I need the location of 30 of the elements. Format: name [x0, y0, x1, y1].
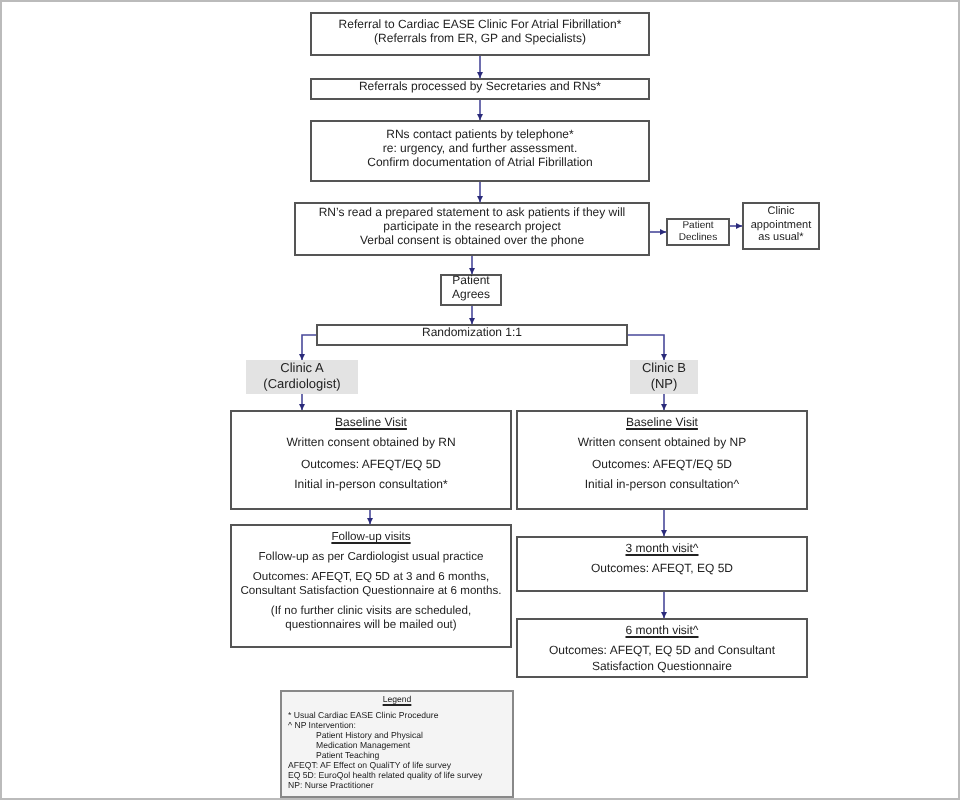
arrow	[468, 255, 476, 275]
legend-box	[280, 690, 514, 798]
arrow	[476, 99, 484, 121]
process-box	[310, 12, 650, 56]
arrow	[298, 393, 306, 411]
arrow	[660, 393, 668, 411]
arrow	[729, 222, 743, 230]
visit-box	[230, 410, 512, 510]
group-label	[246, 360, 358, 394]
arrow	[298, 334, 317, 361]
process-box	[316, 324, 628, 346]
process-box	[310, 120, 650, 182]
arrow	[649, 228, 667, 236]
process-box	[666, 218, 730, 246]
arrow	[627, 334, 668, 361]
process-box	[310, 78, 650, 100]
arrow	[660, 509, 668, 537]
arrow	[476, 55, 484, 79]
visit-box	[230, 524, 512, 648]
arrow	[468, 305, 476, 325]
visit-box	[516, 536, 808, 592]
process-box	[294, 202, 650, 256]
group-label	[630, 360, 698, 394]
arrow	[660, 591, 668, 619]
process-box	[440, 274, 502, 306]
arrow	[476, 181, 484, 203]
arrow	[366, 509, 374, 525]
visit-box	[516, 410, 808, 510]
visit-box	[516, 618, 808, 678]
process-box	[742, 202, 820, 250]
